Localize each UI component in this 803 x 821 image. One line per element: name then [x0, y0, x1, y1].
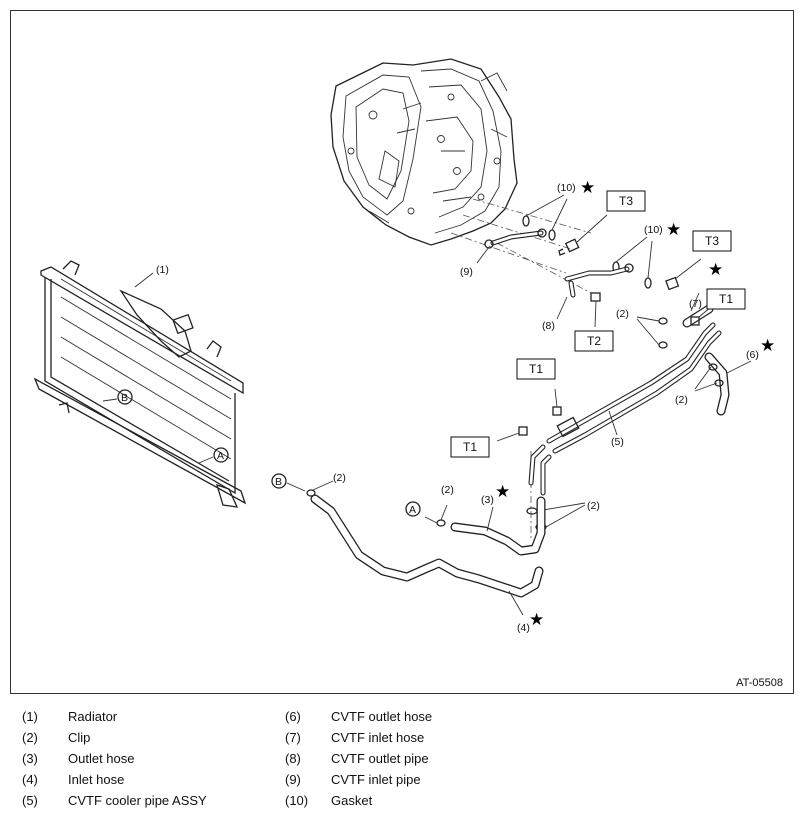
callout-inlet-hose: (7)	[689, 298, 702, 310]
torque-t3-upper: T3	[619, 194, 633, 208]
callout-clip-center: (2)	[587, 500, 600, 512]
callout-cooler-pipe: (5)	[611, 436, 624, 448]
callout-gasket-lower: (10)	[644, 224, 663, 236]
star-inlet-hose-4: ★	[529, 610, 544, 629]
torque-t1-left: T1	[463, 440, 477, 454]
torque-t3-lower: T3	[705, 234, 719, 248]
torque-t1-middle: T1	[529, 362, 543, 376]
gasket-10-upper	[522, 194, 568, 241]
clips-2-center	[526, 502, 586, 531]
star-gasket-upper: ★	[580, 178, 595, 197]
clip-2-outlet-hose	[424, 504, 448, 527]
bolt-t3-lower	[665, 258, 702, 291]
cvtf-inlet-pipe-9	[476, 228, 547, 264]
callout-clip-right-upper: (2)	[616, 308, 629, 320]
gasket-10-lower	[612, 236, 653, 289]
bolt-t1-left	[496, 426, 528, 442]
radiator-1	[33, 260, 247, 508]
cvtf-cooler-pipe-assy-5	[528, 322, 722, 496]
callout-labels: (1) (10) ★ (10) ★ (9) (8) (2) (7) ★ (6) …	[156, 178, 775, 634]
bolt-t3-upper	[558, 214, 608, 256]
star-inlet-hose: ★	[708, 260, 723, 279]
callout-clip-right-lower: (2)	[675, 394, 688, 406]
connection-markers: B A B A	[102, 389, 421, 517]
bolt-t2	[590, 292, 601, 328]
figure-code: AT-05508	[736, 677, 783, 689]
torque-t1-right: T1	[719, 292, 733, 306]
callout-inlet-pipe: (9)	[460, 266, 473, 278]
callout-outlet-hose: (6)	[746, 349, 759, 361]
star-outlet-hose-3: ★	[495, 482, 510, 501]
outlet-hose-3	[450, 496, 546, 556]
clip-2-inlet-hose	[286, 480, 334, 497]
transmission-case	[330, 58, 518, 246]
marker-b-hose: B	[275, 476, 282, 488]
star-gasket-lower: ★	[666, 220, 681, 239]
callout-gasket-upper: (10)	[557, 182, 576, 194]
cvtf-cooler-diagram: (1) (10) ★ (10) ★ (9) (8) (2) (7) ★ (6) …	[33, 58, 775, 634]
callout-radiator: (1)	[156, 264, 169, 276]
torque-boxes: T3 T3 T2 T1 T1 T1	[450, 190, 746, 458]
callout-outlet-pipe: (8)	[542, 320, 555, 332]
marker-b-radiator: B	[121, 392, 128, 404]
bolt-t1-middle	[552, 388, 562, 416]
callout-inlet-hose-4: (4)	[517, 622, 530, 634]
callout-outlet-hose-3: (3)	[481, 494, 494, 506]
torque-t2: T2	[587, 334, 601, 348]
marker-a-radiator: A	[217, 450, 224, 462]
inlet-hose-4	[310, 494, 544, 616]
callout-clip-outlet-hose: (2)	[441, 484, 454, 496]
star-outlet-hose: ★	[760, 336, 775, 355]
marker-a-hose: A	[409, 504, 416, 516]
exploded-diagram-frame: (1) (10) ★ (10) ★ (9) (8) (2) (7) ★ (6) …	[10, 10, 794, 694]
cvtf-outlet-pipe-8	[556, 263, 634, 320]
clips-2-right	[636, 316, 724, 392]
callout-clip-inlet-hose: (2)	[333, 472, 346, 484]
